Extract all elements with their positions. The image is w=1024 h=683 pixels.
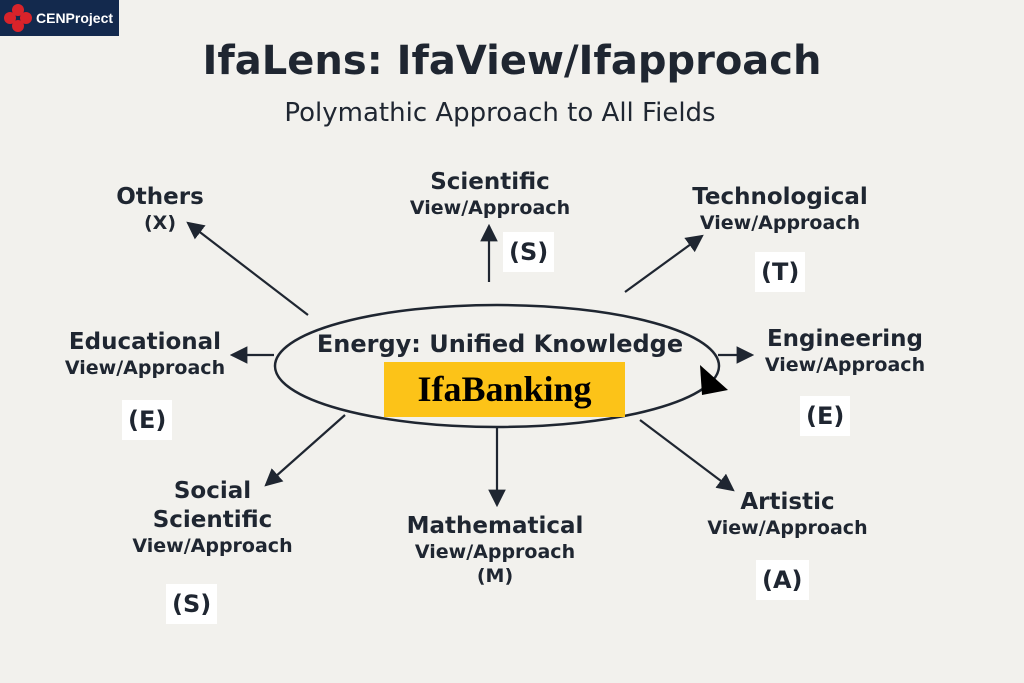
node-sub: View/Approach: [764, 353, 926, 376]
node-letter-social: (S): [166, 584, 218, 624]
node-name: Scientific: [430, 169, 550, 195]
page-title: IfaLens: IfaView/Ifapproach: [202, 38, 822, 84]
node-letter: (M): [476, 564, 514, 587]
node-sub: View/Approach: [409, 196, 571, 219]
cenproject-logo: CENProject: [0, 0, 119, 36]
node-name: Educational: [68, 329, 222, 355]
center-ellipse: [273, 303, 721, 429]
node-name: Engineering: [766, 326, 924, 352]
node-name: Mathematical: [406, 513, 584, 539]
flower-icon: [4, 4, 32, 32]
node-letter-educational: (E): [122, 400, 173, 440]
node-artistic: Artistic View/Approach: [695, 488, 880, 541]
node-name: Technological: [692, 184, 868, 210]
arrow-social: [264, 414, 346, 487]
node-mathematical: Mathematical View/Approach (M): [395, 512, 595, 588]
arrow-technological: [624, 234, 704, 293]
node-letter-engineering: (E): [800, 396, 851, 436]
logo-text: CENProject: [36, 10, 114, 26]
arrow-artistic: [639, 419, 735, 492]
node-others: Others (X): [95, 183, 225, 236]
center-heading: Energy: Unified Knowledge: [316, 330, 684, 358]
arrow-others: [186, 221, 309, 316]
node-scientific: Scientific View/Approach: [395, 168, 585, 221]
cursor-icon: [700, 365, 728, 395]
node-technological: Technological View/Approach: [680, 183, 880, 236]
node-sub: View/Approach: [699, 211, 861, 234]
node-sub: View/Approach: [132, 534, 293, 557]
node-letter-scientific: (S): [503, 232, 555, 272]
node-social-scientific: Social Scientific View/Approach: [120, 477, 305, 558]
node-name: Artistic: [740, 489, 835, 515]
node-name: Scientific: [152, 506, 273, 533]
node-letter: (X): [143, 211, 177, 234]
node-sub: View/Approach: [707, 516, 868, 539]
node-sub: View/Approach: [414, 540, 576, 563]
ifabanking-banner: IfaBanking: [384, 362, 625, 417]
node-sub: View/Approach: [64, 356, 226, 379]
page-subtitle: Polymathic Approach to All Fields: [284, 98, 716, 128]
node-letter-artistic: (A): [756, 560, 809, 600]
node-educational: Educational View/Approach: [55, 328, 235, 381]
node-engineering: Engineering View/Approach: [750, 325, 940, 378]
node-name: Social: [173, 478, 252, 504]
node-name: Others: [116, 184, 204, 210]
node-letter-technological: (T): [755, 252, 806, 292]
